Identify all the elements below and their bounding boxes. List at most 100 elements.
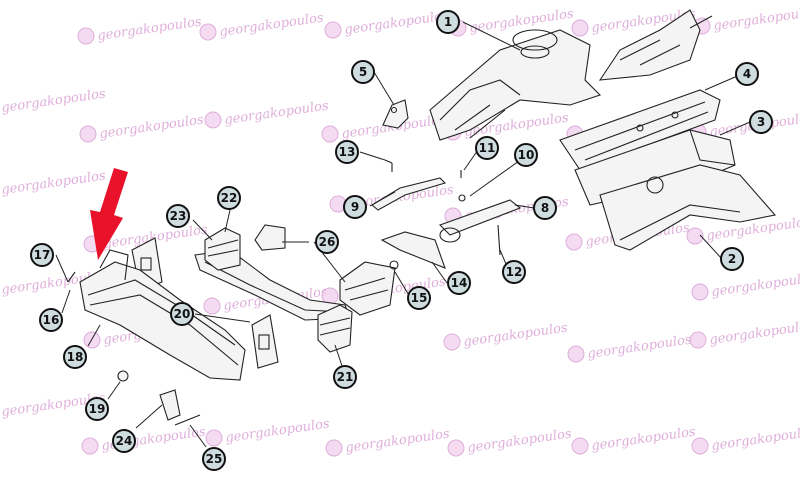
callout-number: 3 <box>757 115 765 129</box>
callout-circle <box>749 110 773 134</box>
callout-circle <box>720 247 744 271</box>
watermark-logo-icon <box>203 297 221 315</box>
part-14-bracket <box>380 231 446 269</box>
callout-number: 24 <box>116 434 133 448</box>
callout-23: 23 <box>166 204 190 228</box>
watermark: georgakopoulos <box>691 424 800 455</box>
watermark-text: georgakopoulos <box>586 332 692 362</box>
callout-circle <box>85 397 109 421</box>
callout-number: 22 <box>221 191 238 205</box>
callout-number: 1 <box>444 15 452 29</box>
callout-number: 15 <box>411 291 428 305</box>
watermark: georgakopoulos <box>447 426 573 457</box>
watermark-text: georgakopoulos <box>710 270 800 300</box>
callout-18: 18 <box>63 345 87 369</box>
watermark-logo-icon <box>204 111 222 129</box>
watermark-logo-icon <box>81 437 99 455</box>
callout-number: 26 <box>319 235 336 249</box>
callout-number: 13 <box>339 145 356 159</box>
part-8-bar <box>438 199 522 243</box>
watermark-text: georgakopoulos <box>708 318 800 348</box>
callout-number: 9 <box>351 200 359 214</box>
callout-circle <box>447 271 471 295</box>
part-26-bracket <box>254 224 286 251</box>
watermark: georgakopoulos <box>443 320 569 351</box>
callout-circle <box>436 10 460 34</box>
callout-number: 23 <box>170 209 187 223</box>
part-1-front-rail-assembly <box>429 29 602 141</box>
callout-12: 12 <box>502 260 526 284</box>
callout-26: 26 <box>315 230 339 254</box>
callout-20: 20 <box>170 302 194 326</box>
callout-22: 22 <box>217 186 241 210</box>
callout-number: 19 <box>89 402 106 416</box>
watermark-logo-icon <box>321 125 339 143</box>
callout-number: 17 <box>34 248 51 262</box>
part-crush-can-right <box>339 261 396 316</box>
watermark: georgakopoulos <box>321 112 447 143</box>
watermark-logo-icon <box>325 439 343 457</box>
callout-21: 21 <box>333 365 357 389</box>
watermark-logo-icon <box>79 125 97 143</box>
callout-9: 9 <box>343 195 367 219</box>
watermark: georgakopoulos <box>325 426 451 457</box>
callout-circle <box>30 243 54 267</box>
callout-1: 1 <box>436 10 460 34</box>
callout-4: 4 <box>735 62 759 86</box>
callout-13: 13 <box>335 140 359 164</box>
callout-14: 14 <box>447 271 471 295</box>
watermark-text: georgakopoulos <box>466 426 572 456</box>
watermark: georgakopoulos <box>0 168 106 198</box>
watermark-text: georgakopoulos <box>0 168 106 198</box>
watermark: georgakopoulos <box>567 332 693 363</box>
callout-circle <box>533 196 557 220</box>
callout-circle <box>39 308 63 332</box>
part-2-lower-rail <box>599 164 777 251</box>
watermark-text: georgakopoulos <box>710 424 800 454</box>
watermark: georgakopoulos <box>693 4 800 35</box>
watermark-logo-icon <box>691 283 709 301</box>
watermark-logo-icon <box>571 19 589 37</box>
callout-5: 5 <box>351 60 375 84</box>
watermark: georgakopoulos <box>77 14 203 45</box>
watermark-text: georgakopoulos <box>590 424 696 454</box>
callout-17: 17 <box>30 243 54 267</box>
part-21-crush-can <box>317 304 353 353</box>
callout-layer: 1234589101112131415161718192021222324252… <box>30 10 773 471</box>
callout-number: 8 <box>541 201 549 215</box>
callout-number: 2 <box>728 252 736 266</box>
callout-circle <box>217 186 241 210</box>
watermark-text: georgakopoulos <box>0 86 106 116</box>
watermark-logo-icon <box>205 429 223 447</box>
callout-19: 19 <box>85 397 109 421</box>
part-5-bracket <box>382 99 409 129</box>
callout-number: 4 <box>743 67 751 81</box>
watermark: georgakopoulos <box>0 86 106 116</box>
callout-circle <box>407 286 431 310</box>
callout-circle <box>343 195 367 219</box>
watermark-text: georgakopoulos <box>223 98 329 128</box>
callout-number: 21 <box>337 370 354 384</box>
watermark: georgakopoulos <box>204 98 330 129</box>
callout-24: 24 <box>112 429 136 453</box>
callout-number: 12 <box>506 265 523 279</box>
watermark-text: georgakopoulos <box>343 8 449 38</box>
part-22-crush-can <box>204 227 241 271</box>
watermark-logo-icon <box>324 21 342 39</box>
watermark: georgakopoulos <box>689 318 800 349</box>
watermark-logo-icon <box>443 333 461 351</box>
callout-circle <box>351 60 375 84</box>
callout-number: 16 <box>43 313 60 327</box>
callout-number: 25 <box>206 452 223 466</box>
callout-11: 11 <box>475 136 499 160</box>
part-4-side-rail <box>559 89 721 171</box>
watermark-text: georgakopoulos <box>218 10 324 40</box>
callout-25: 25 <box>202 447 226 471</box>
watermark: georgakopoulos <box>81 424 207 455</box>
callout-16: 16 <box>39 308 63 332</box>
callout-number: 11 <box>479 141 496 155</box>
watermark-logo-icon <box>199 23 217 41</box>
callout-circle <box>335 140 359 164</box>
watermark-logo-icon <box>565 233 583 251</box>
